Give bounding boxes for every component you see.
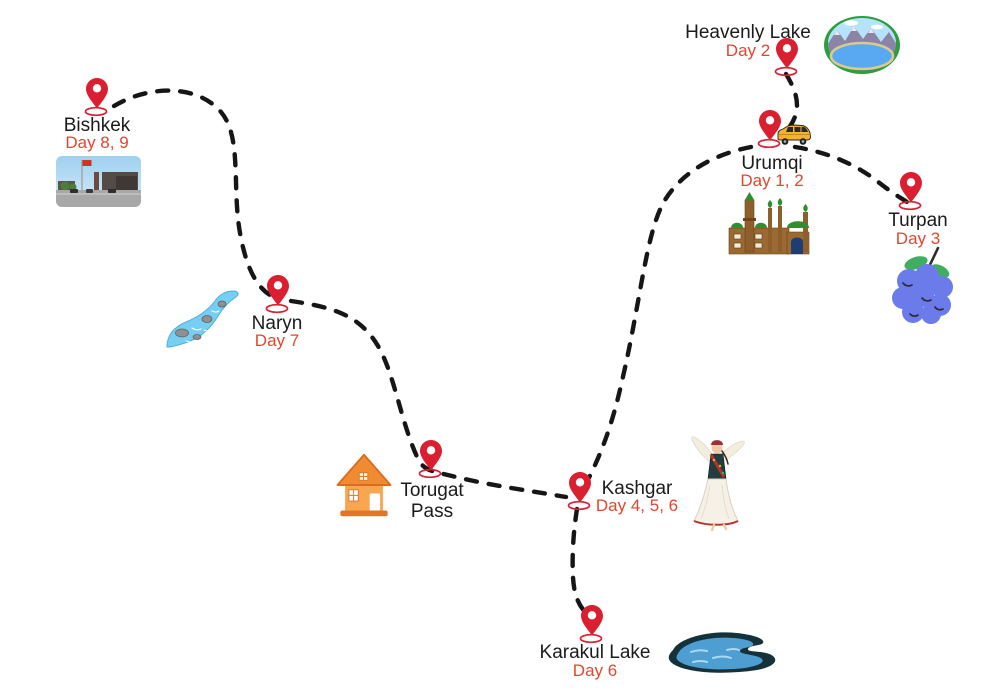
- route-segment-urumqi-turpan: [792, 144, 910, 205]
- location-day-heavenly-lake: Day 2: [725, 41, 771, 60]
- house-illustration: [336, 453, 392, 517]
- minibus-icon: [777, 124, 811, 145]
- location-name-naryn: Naryn: [251, 313, 303, 334]
- route-segment-kashgar-karakul: [570, 506, 592, 619]
- location-day-karakul-lake: Day 6: [572, 661, 618, 680]
- location-day-bishkek: Day 8, 9: [65, 133, 129, 152]
- map-pin-icon: [417, 439, 445, 479]
- grapes-illustration: [892, 246, 953, 324]
- map-pin-icon: [578, 604, 606, 644]
- map-pin-icon: [264, 274, 292, 314]
- location-name-heavenly-lake: Heavenly Lake: [685, 22, 811, 43]
- lake-illustration: [668, 632, 776, 673]
- location-day-turpan: Day 3: [895, 229, 941, 248]
- location-name-kashgar: Kashgar: [601, 478, 673, 499]
- location-name-karakul-lake: Karakul Lake: [539, 642, 651, 663]
- route-segment-urumqi-kashgar: [580, 144, 754, 492]
- route-segment-heavenly-urumqi: [783, 71, 800, 132]
- route-segment-naryn-torugat-kashgar: [288, 298, 569, 500]
- city-square-photo: [56, 156, 141, 207]
- location-name-turpan: Turpan: [888, 210, 948, 231]
- location-day-urumqi: Day 1, 2: [740, 171, 804, 190]
- map-pin-icon: [566, 471, 594, 511]
- location-day-naryn: Day 7: [254, 331, 300, 350]
- uyghur-dancer-illustration: [691, 436, 745, 531]
- mosque-illustration: [728, 192, 810, 255]
- location-name-torugat-pass: Torugat Pass: [400, 480, 464, 523]
- location-name-bishkek: Bishkek: [63, 115, 131, 136]
- mountain-lake-illustration: [824, 16, 900, 74]
- river-illustration: [166, 290, 239, 348]
- map-pin-icon: [83, 77, 111, 117]
- location-name-urumqi: Urumqi: [741, 153, 803, 174]
- route-segment-bishkek-naryn: [111, 88, 273, 298]
- location-day-kashgar: Day 4, 5, 6: [595, 496, 679, 515]
- map-pin-icon: [897, 171, 925, 211]
